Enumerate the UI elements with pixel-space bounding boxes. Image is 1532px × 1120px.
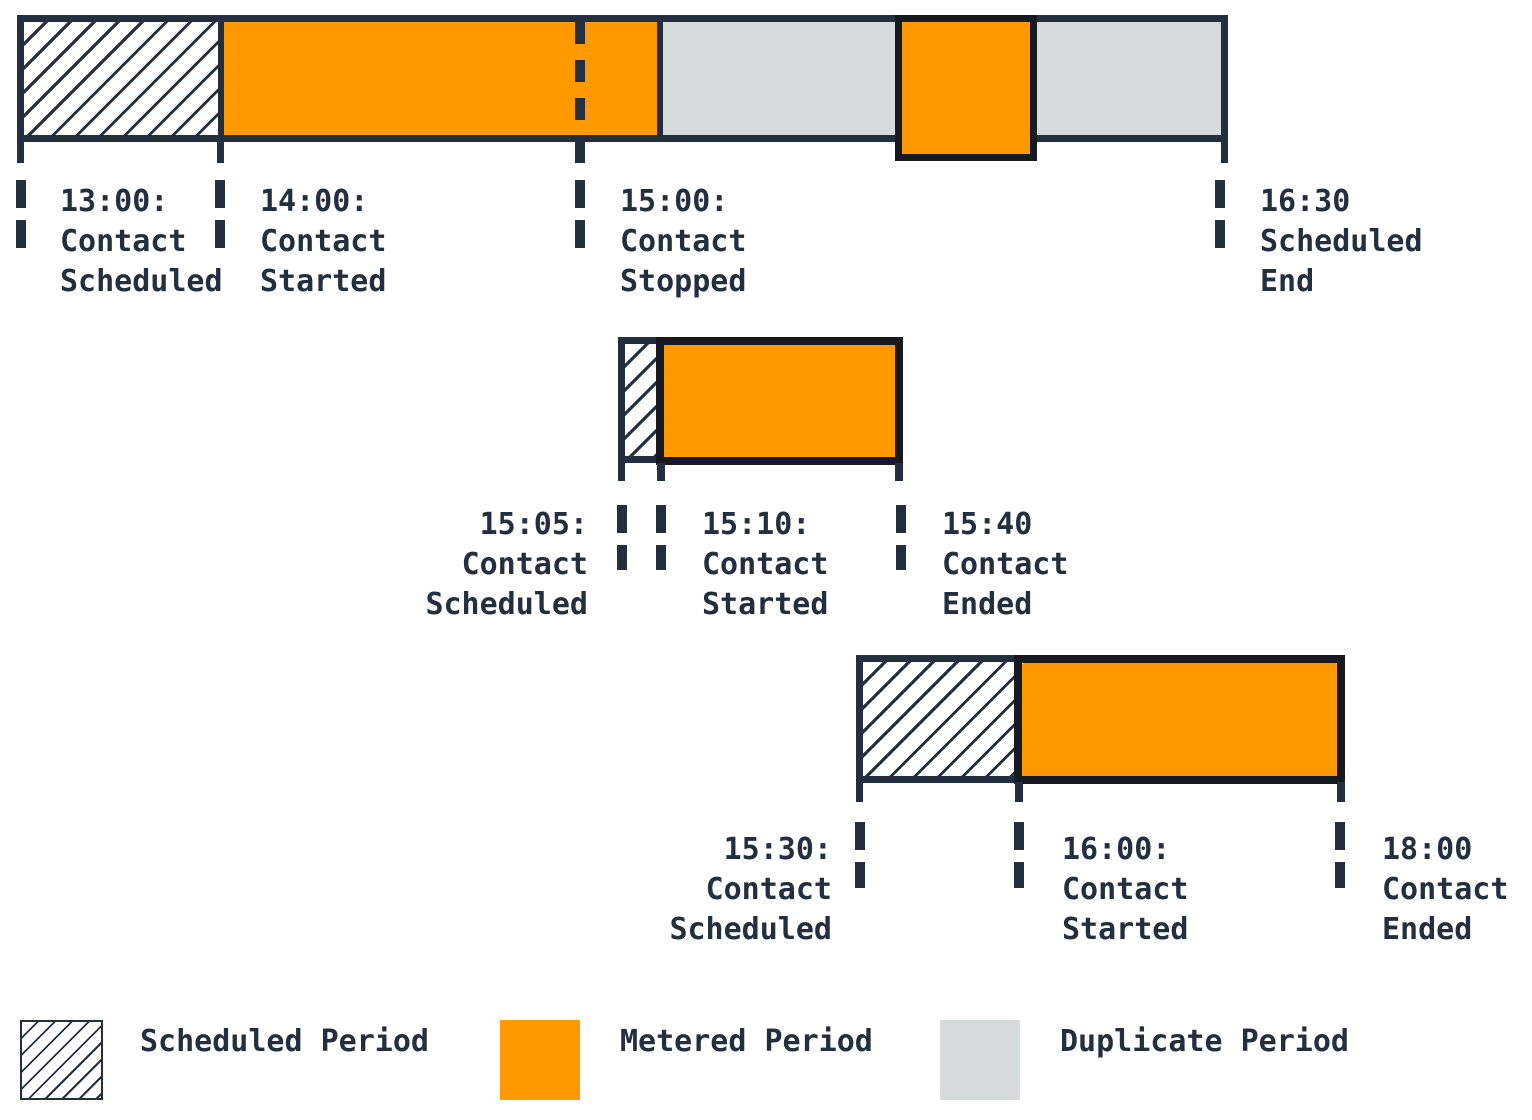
axis-stem — [657, 463, 665, 481]
event-label-contact-scheduled: 13:00: Contact Scheduled — [60, 184, 223, 299]
tick-mark — [575, 180, 585, 248]
tick-mark — [1335, 822, 1345, 888]
event-label-contact-started: 14:00: Contact Started — [260, 184, 387, 299]
duplicate-period-segment — [1023, 22, 1221, 135]
legend-swatch-scheduled-period — [20, 1020, 103, 1100]
axis-stem — [1015, 782, 1023, 802]
event-label-scheduled-end: 16:30 Scheduled End — [1260, 184, 1423, 299]
legend-swatch-metered-period — [500, 1020, 580, 1100]
contact-stopped-dashed-divider — [575, 22, 585, 132]
tick-mark — [1215, 180, 1225, 248]
metered-period-segment — [1014, 655, 1345, 784]
axis-stem — [575, 142, 585, 163]
event-label-contact-started: 15:10: Contact Started — [702, 507, 829, 622]
tick-mark — [1014, 822, 1024, 888]
event-label-contact-scheduled: 15:30: Contact Scheduled — [669, 832, 832, 947]
tick-mark — [215, 180, 225, 248]
event-label-contact-ended: 18:00 Contact Ended — [1382, 832, 1509, 947]
legend-swatch-duplicate-period — [940, 1020, 1020, 1100]
duplicate-period-segment — [663, 22, 895, 135]
metered-period-segment — [224, 22, 657, 135]
tick-mark — [855, 822, 865, 888]
scheduled-period-segment — [856, 655, 1022, 783]
legend-label-metered-period: Metered Period — [620, 1024, 873, 1059]
event-label-contact-ended: 15:40 Contact Ended — [942, 507, 1069, 622]
segment-divider — [218, 22, 224, 135]
tick-mark — [617, 505, 627, 570]
legend-label-scheduled-period: Scheduled Period — [140, 1024, 429, 1059]
axis-stem — [17, 142, 24, 163]
legend-label-duplicate-period: Duplicate Period — [1060, 1024, 1349, 1059]
metered-period-segment — [656, 337, 903, 465]
axis-stem — [856, 782, 863, 802]
tick-mark — [656, 505, 666, 570]
scheduled-period-segment — [24, 22, 218, 135]
segment-divider — [657, 22, 663, 135]
event-label-contact-started: 16:00: Contact Started — [1062, 832, 1189, 947]
axis-stem — [895, 463, 903, 481]
axis-stem — [1337, 782, 1345, 802]
tick-mark — [896, 505, 906, 570]
event-label-contact-scheduled: 15:05: Contact Scheduled — [425, 507, 588, 622]
tick-mark — [16, 180, 26, 248]
event-label-contact-stopped: 15:00: Contact Stopped — [620, 184, 747, 299]
timeline-bar-1 — [17, 15, 1228, 161]
axis-stem — [1221, 142, 1228, 163]
axis-stem — [618, 463, 625, 481]
axis-stem — [217, 142, 224, 163]
metered-period-segment — [895, 15, 1037, 161]
